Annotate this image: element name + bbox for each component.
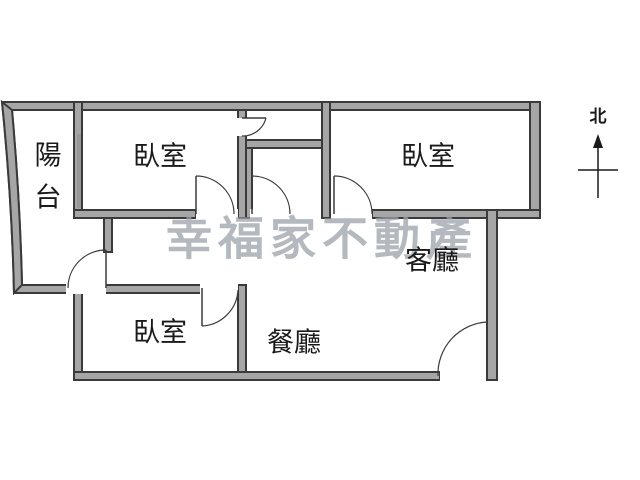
door-swing — [195, 175, 235, 215]
compass: 北 — [578, 107, 618, 198]
room-label-bedroom-bottom-left: 臥室 — [133, 318, 187, 349]
room-label-bedroom-top-right: 臥室 — [401, 142, 455, 173]
doors — [66, 117, 488, 381]
door-swing — [201, 289, 239, 327]
bedroom-tr-left-wall — [321, 101, 331, 219]
compass-arrow-icon — [593, 134, 603, 148]
door-swing — [67, 249, 107, 289]
room-labels: 陽 台 臥室 臥室 客廳 臥室 餐廳 — [35, 141, 460, 359]
room-label-balcony-line2: 台 — [35, 183, 62, 214]
bedroom-bl-right-wall — [237, 284, 247, 381]
bottom-wall — [73, 371, 441, 381]
windows — [77, 134, 81, 208]
room-label-dining-room: 餐廳 — [267, 328, 321, 359]
door-swing — [241, 117, 267, 137]
room-label-living-room: 客廳 — [405, 246, 459, 277]
door-swing — [251, 175, 291, 215]
closet-divider-wall — [245, 139, 331, 149]
bedroom-bl-left-wall — [73, 284, 83, 381]
hall-partition-wall — [103, 217, 113, 253]
compass-north-label: 北 — [590, 107, 607, 127]
balcony-left-wall — [0, 99, 24, 296]
walls — [0, 99, 541, 381]
door-swing — [437, 321, 488, 377]
door-swing — [333, 175, 373, 215]
living-right-wall — [486, 209, 498, 381]
room-label-bedroom-top-left: 臥室 — [133, 142, 187, 173]
top-wall — [73, 101, 541, 111]
watermark: 幸福家不動產 — [166, 212, 478, 266]
room-label-balcony-line1: 陽 — [35, 141, 62, 172]
bedroom-tr-right-wall — [529, 101, 541, 219]
closet-inner-wall — [245, 147, 253, 219]
